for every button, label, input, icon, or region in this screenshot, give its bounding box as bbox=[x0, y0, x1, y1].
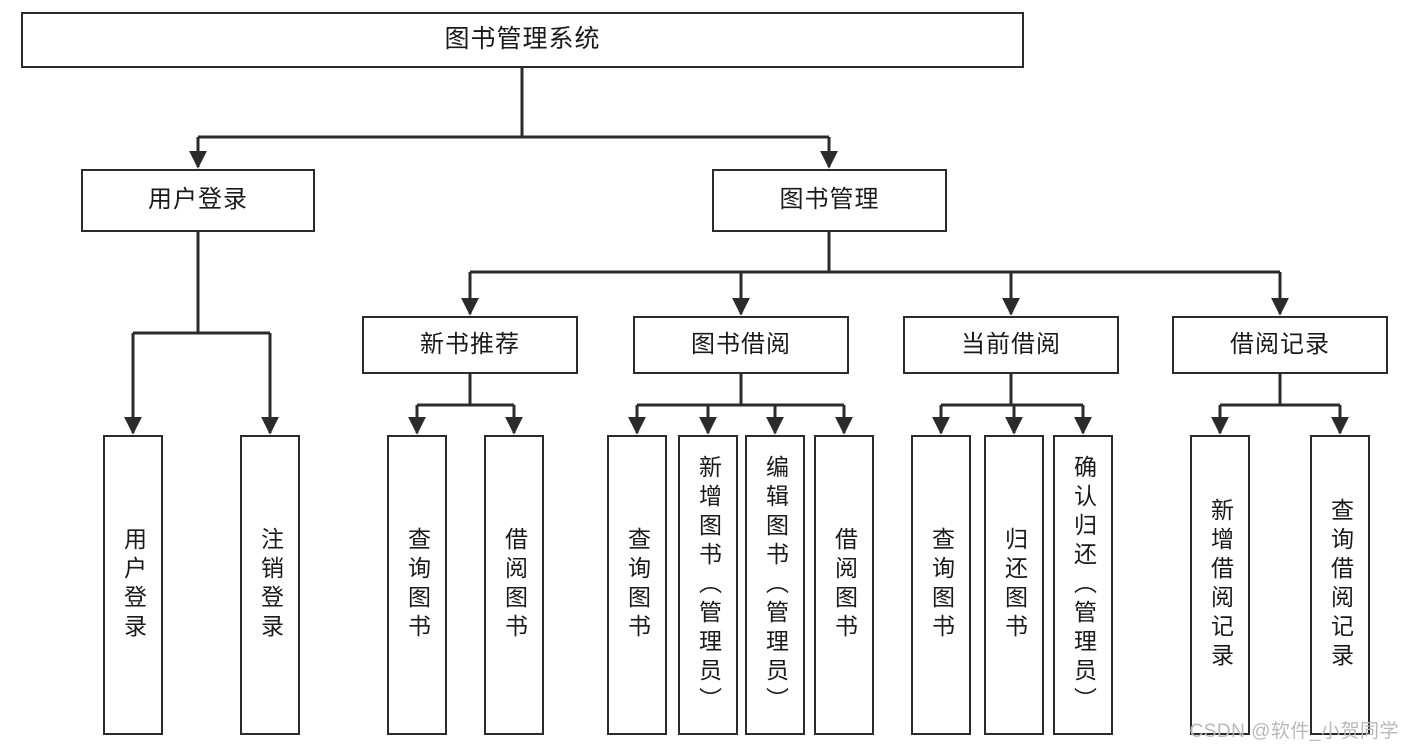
node-leaf-query-borrow-record[interactable]: 查询借阅记录 bbox=[1310, 435, 1370, 735]
node-book-borrow-label: 图书借阅 bbox=[691, 330, 791, 358]
node-leaf-user-login-label: 用户登录 bbox=[120, 527, 147, 643]
node-leaf-borrow-book-rec[interactable]: 借阅图书 bbox=[484, 435, 544, 735]
node-leaf-logout[interactable]: 注销登录 bbox=[240, 435, 300, 735]
node-leaf-return-book-label: 归还图书 bbox=[1001, 527, 1028, 643]
node-leaf-query-borrow-record-label: 查询借阅记录 bbox=[1327, 498, 1354, 672]
node-leaf-query-book-current[interactable]: 查询图书 bbox=[911, 435, 971, 735]
node-leaf-borrow-book[interactable]: 借阅图书 bbox=[814, 435, 874, 735]
watermark-text: CSDN @软件_小贺同学 bbox=[1189, 721, 1399, 742]
node-leaf-query-book-current-label: 查询图书 bbox=[928, 527, 955, 643]
node-leaf-user-login[interactable]: 用户登录 bbox=[103, 435, 163, 735]
node-leaf-query-book-rec-label: 查询图书 bbox=[404, 527, 431, 643]
node-leaf-add-borrow-record[interactable]: 新增借阅记录 bbox=[1190, 435, 1250, 735]
node-leaf-edit-book-admin-label: 编辑图书（管理员） bbox=[762, 454, 789, 716]
node-borrow-record-label: 借阅记录 bbox=[1230, 330, 1330, 358]
node-user-login[interactable]: 用户登录 bbox=[81, 169, 315, 232]
node-leaf-edit-book-admin[interactable]: 编辑图书（管理员） bbox=[745, 435, 805, 735]
node-leaf-query-book-rec[interactable]: 查询图书 bbox=[387, 435, 447, 735]
node-leaf-add-book-admin-label: 新增图书（管理员） bbox=[695, 454, 722, 716]
node-root[interactable]: 图书管理系统 bbox=[21, 12, 1024, 68]
node-leaf-add-borrow-record-label: 新增借阅记录 bbox=[1207, 498, 1234, 672]
node-leaf-query-book-borrow[interactable]: 查询图书 bbox=[607, 435, 667, 735]
node-book-management-label: 图书管理 bbox=[779, 186, 880, 214]
node-root-label: 图书管理系统 bbox=[444, 25, 601, 54]
node-leaf-add-book-admin[interactable]: 新增图书（管理员） bbox=[678, 435, 738, 735]
node-leaf-return-book[interactable]: 归还图书 bbox=[984, 435, 1044, 735]
node-new-book-recommend[interactable]: 新书推荐 bbox=[362, 316, 578, 374]
node-leaf-query-book-borrow-label: 查询图书 bbox=[624, 527, 651, 643]
node-user-login-label: 用户登录 bbox=[148, 186, 248, 214]
node-new-book-recommend-label: 新书推荐 bbox=[420, 330, 520, 358]
node-current-borrow-label: 当前借阅 bbox=[961, 330, 1061, 358]
node-borrow-record[interactable]: 借阅记录 bbox=[1172, 316, 1388, 374]
node-leaf-borrow-book-label: 借阅图书 bbox=[831, 527, 858, 643]
node-leaf-borrow-book-rec-label: 借阅图书 bbox=[501, 527, 528, 643]
node-book-borrow[interactable]: 图书借阅 bbox=[633, 316, 849, 374]
node-current-borrow[interactable]: 当前借阅 bbox=[903, 316, 1119, 374]
node-leaf-logout-label: 注销登录 bbox=[257, 527, 284, 643]
node-leaf-confirm-return-admin-label: 确认归还（管理员） bbox=[1070, 454, 1097, 716]
node-leaf-confirm-return-admin[interactable]: 确认归还（管理员） bbox=[1053, 435, 1113, 735]
node-book-management[interactable]: 图书管理 bbox=[712, 169, 947, 232]
